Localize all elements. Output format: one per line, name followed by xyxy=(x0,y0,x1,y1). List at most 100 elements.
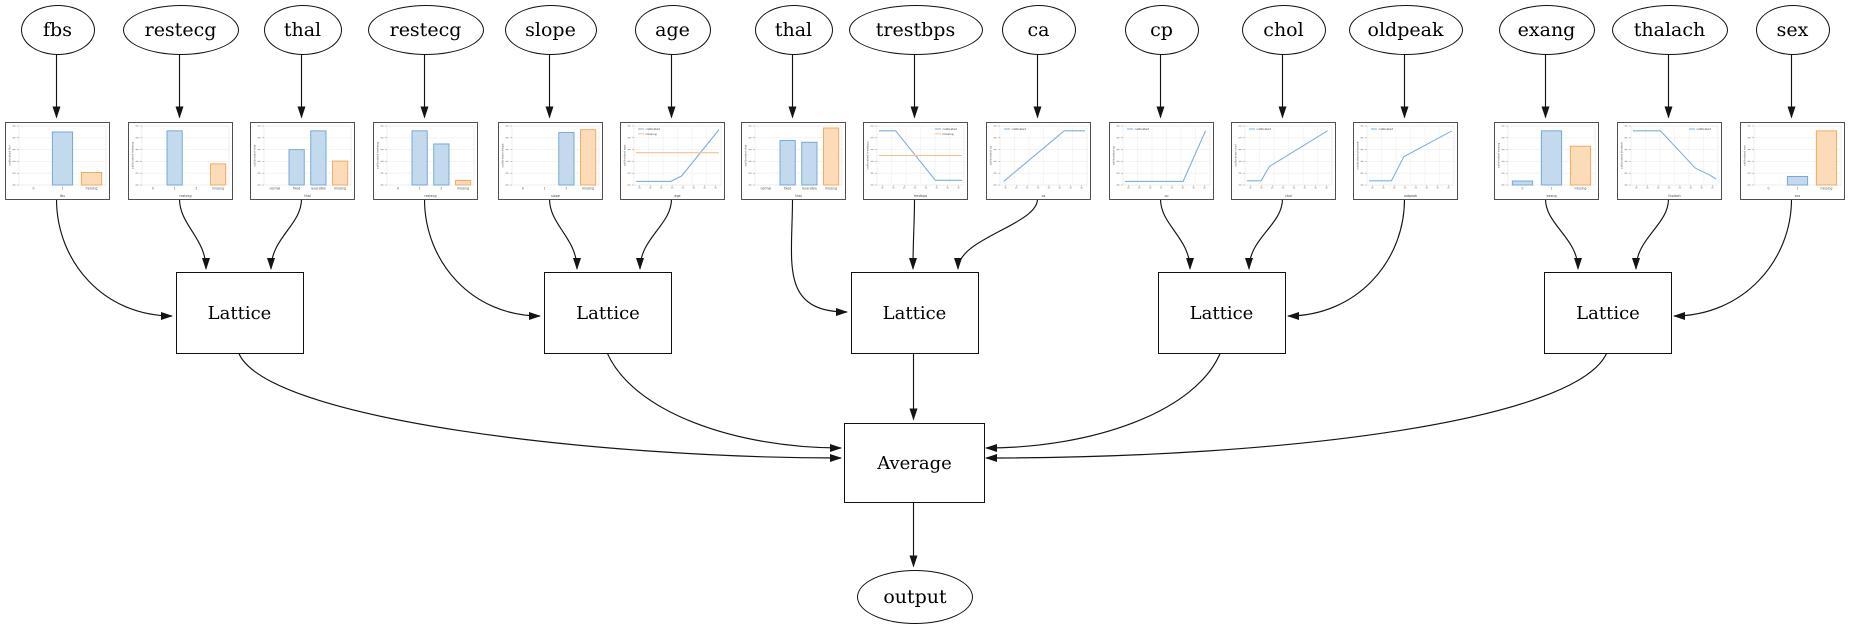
svg-text:1: 1 xyxy=(544,186,546,190)
svg-text:cp: cp xyxy=(1165,194,1169,198)
feature-node-age: age xyxy=(634,5,711,55)
feature-node-exang: exang xyxy=(1498,5,1595,55)
feature-node-thal: thal xyxy=(754,5,833,55)
svg-text:trestbps: trestbps xyxy=(914,194,928,198)
svg-text:0: 0 xyxy=(33,186,35,190)
svg-text:2: 2 xyxy=(440,186,442,190)
svg-text:calibrated sex: calibrated sex xyxy=(1743,145,1747,166)
svg-text:missing: missing xyxy=(582,186,594,190)
feature-label: thal xyxy=(283,19,322,41)
svg-text:calibrated: calibrated xyxy=(943,127,958,131)
svg-text:normal: normal xyxy=(760,186,771,190)
svg-text:calibrated thal: calibrated thal xyxy=(253,144,257,166)
calibrator-chart-exang: 0 1 missing calibrated exang exang xyxy=(1494,122,1599,200)
feature-node-restecg: restecg xyxy=(367,5,484,55)
feature-label: ca xyxy=(1027,19,1050,41)
average-label: Average xyxy=(877,452,952,474)
svg-text:0: 0 xyxy=(522,186,524,190)
svg-text:1: 1 xyxy=(174,186,176,190)
svg-text:oldpeak: oldpeak xyxy=(1404,194,1417,198)
feature-label: trestbps xyxy=(875,19,956,41)
svg-text:2: 2 xyxy=(565,186,567,190)
feature-label: fbs xyxy=(43,19,72,41)
svg-text:sex: sex xyxy=(1795,194,1801,198)
feature-label: cp xyxy=(1150,19,1173,41)
feature-node-thalach: thalach xyxy=(1611,5,1728,55)
svg-text:missing: missing xyxy=(334,186,346,190)
svg-text:restecg: restecg xyxy=(179,194,191,198)
average-node: Average xyxy=(844,423,985,503)
svg-text:restecg: restecg xyxy=(424,194,436,198)
feature-node-slope: slope xyxy=(504,5,597,55)
svg-text:calibrated thal: calibrated thal xyxy=(744,144,748,166)
svg-text:calibrated: calibrated xyxy=(646,127,661,131)
svg-text:missing: missing xyxy=(943,132,954,136)
lattice-node-4: Lattice xyxy=(1157,272,1286,354)
feature-label: exang xyxy=(1517,19,1576,41)
svg-text:chol: chol xyxy=(1285,194,1292,198)
svg-text:missing: missing xyxy=(1821,186,1833,190)
svg-text:calibrated oldpeak: calibrated oldpeak xyxy=(1356,141,1360,169)
feature-node-cp: cp xyxy=(1124,5,1199,55)
svg-text:calibrated: calibrated xyxy=(1135,127,1150,131)
feature-node-trestbps: trestbps xyxy=(848,5,983,55)
svg-text:missing: missing xyxy=(212,186,224,190)
feature-node-sex: sex xyxy=(1755,5,1830,55)
svg-text:calibrated: calibrated xyxy=(1257,127,1272,131)
svg-text:calibrated: calibrated xyxy=(1697,127,1712,131)
feature-node-fbs: fbs xyxy=(20,5,95,55)
svg-text:calibrated trestbps: calibrated trestbps xyxy=(866,141,870,170)
feature-label: sex xyxy=(1776,19,1809,41)
feature-label: restecg xyxy=(389,19,462,41)
svg-text:0: 0 xyxy=(152,186,154,190)
feature-label: age xyxy=(655,19,690,41)
lattice-node-1: Lattice xyxy=(175,272,304,354)
svg-text:fixed: fixed xyxy=(784,186,792,190)
svg-text:0: 0 xyxy=(1522,186,1524,190)
svg-text:fbs: fbs xyxy=(60,194,65,198)
svg-text:missing: missing xyxy=(1575,186,1587,190)
svg-text:calibrated thalach: calibrated thalach xyxy=(1620,142,1624,169)
feature-node-ca: ca xyxy=(1001,5,1076,55)
feature-label: thal xyxy=(774,19,813,41)
svg-text:1: 1 xyxy=(62,186,64,190)
svg-text:0: 0 xyxy=(397,186,399,190)
lattice-node-3: Lattice xyxy=(850,272,979,354)
svg-text:fixed: fixed xyxy=(293,186,301,190)
feature-label: oldpeak xyxy=(1367,19,1444,41)
output-node: output xyxy=(857,570,973,624)
lattice-label: Lattice xyxy=(882,302,947,324)
calibrator-chart-thal: normal fixed reversible missing calibrated t… xyxy=(741,122,846,200)
svg-text:exang: exang xyxy=(1546,194,1556,198)
lattice-label: Lattice xyxy=(1576,302,1640,324)
svg-text:calibrated: calibrated xyxy=(1012,127,1027,131)
svg-text:1: 1 xyxy=(1551,186,1553,190)
svg-text:calibrated exang: calibrated exang xyxy=(1497,143,1501,168)
svg-text:missing: missing xyxy=(86,186,98,190)
svg-text:slope: slope xyxy=(551,194,560,198)
svg-text:missing: missing xyxy=(825,186,837,190)
feature-node-chol: chol xyxy=(1241,5,1326,55)
svg-text:thalach: thalach xyxy=(1668,194,1680,198)
svg-text:1: 1 xyxy=(1797,186,1799,190)
feature-node-thal: thal xyxy=(263,5,342,55)
feature-label: restecg xyxy=(144,19,217,41)
svg-text:calibrated cp: calibrated cp xyxy=(1112,146,1116,166)
calibrator-chart-cp: calibrated calibrated cp cp xyxy=(1109,122,1214,200)
lattice-node-2: Lattice xyxy=(544,272,672,354)
calibrator-chart-chol: calibrated calibrated chol chol xyxy=(1231,122,1336,200)
svg-text:reversible: reversible xyxy=(802,186,817,190)
svg-text:calibrated chol: calibrated chol xyxy=(1234,144,1238,166)
feature-label: slope xyxy=(525,19,576,41)
svg-text:calibrated slope: calibrated slope xyxy=(501,143,505,167)
lattice-node-5: Lattice xyxy=(1544,272,1672,354)
svg-text:calibrated restecg: calibrated restecg xyxy=(131,142,135,169)
feature-label: thalach xyxy=(1633,19,1706,41)
